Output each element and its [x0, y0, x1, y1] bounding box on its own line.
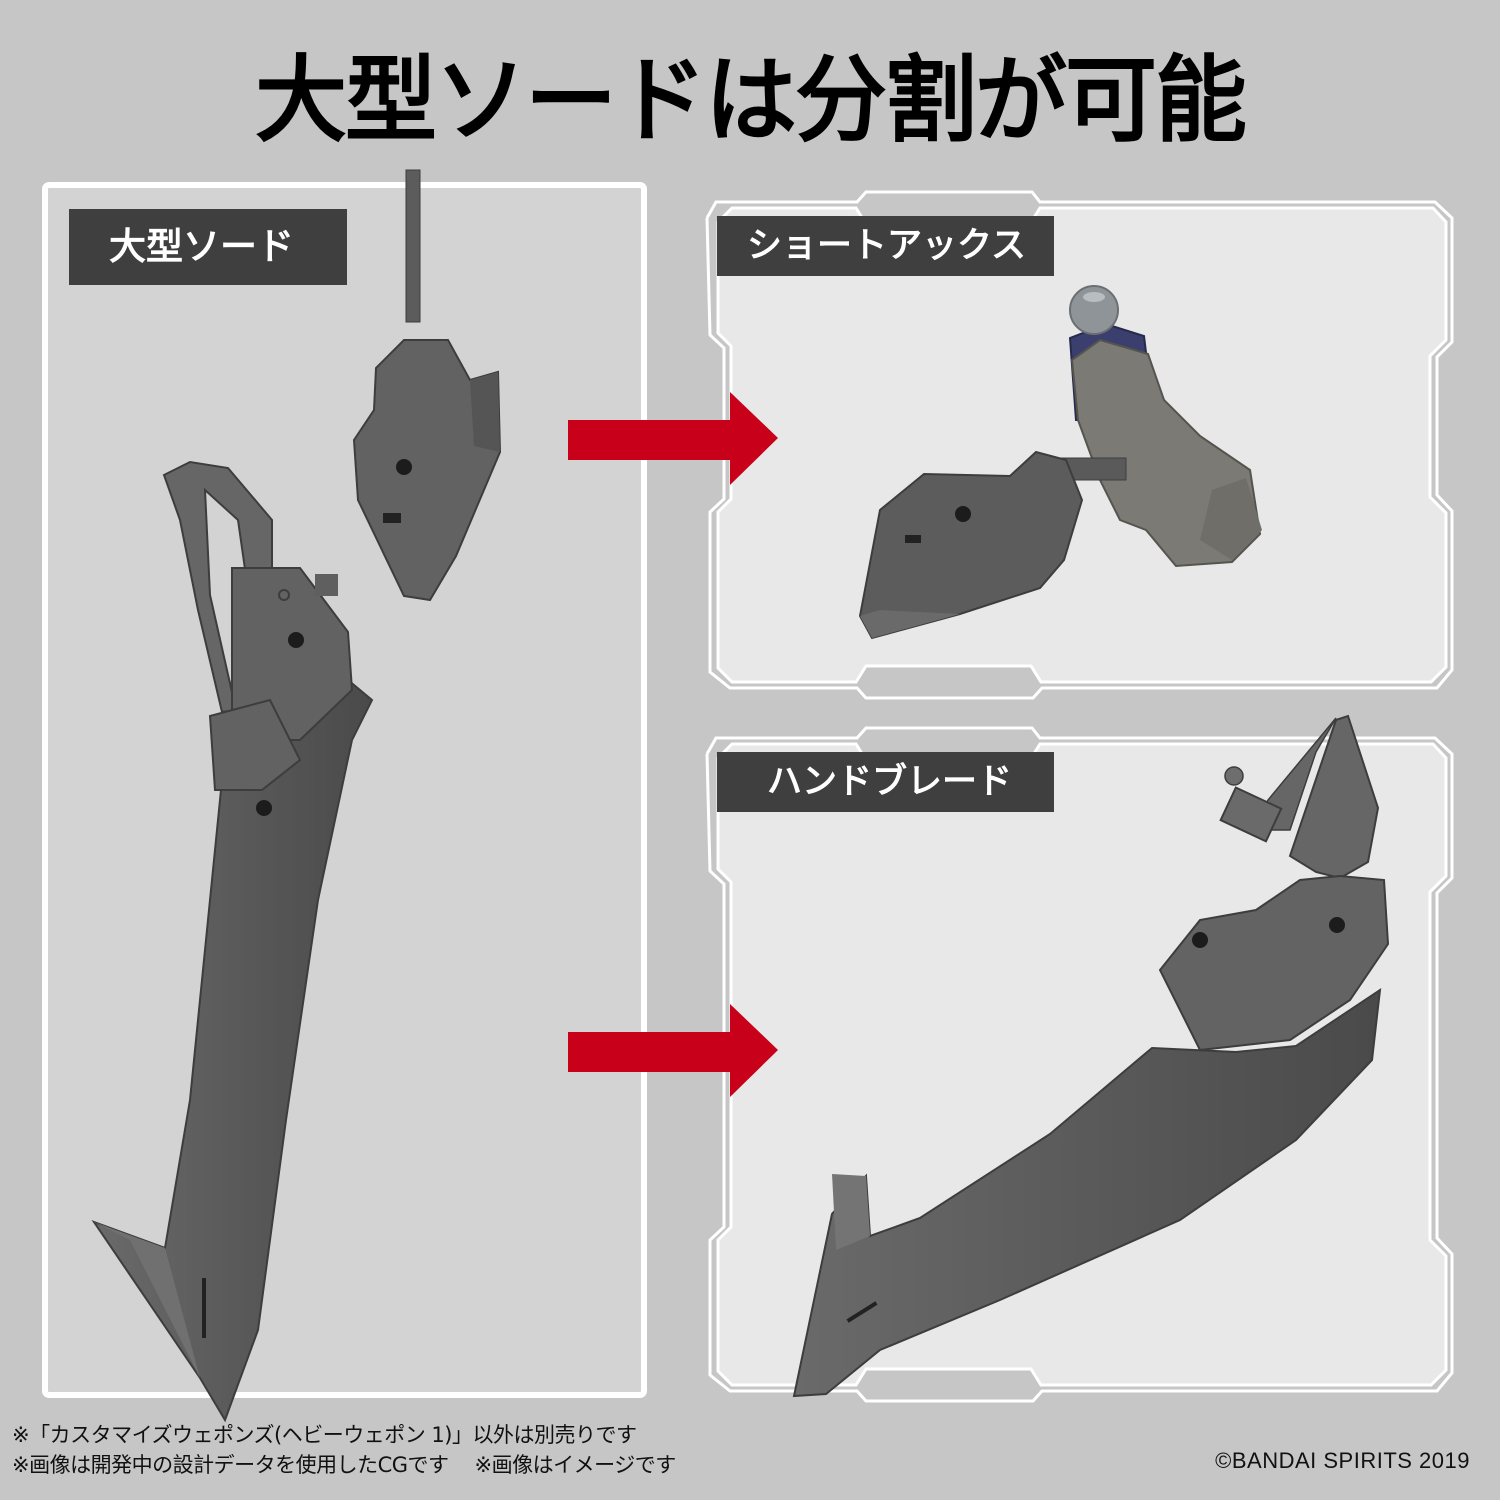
footer-note: ※「カスタマイズウェポンズ(ヘビーウェポン 1)」以外は別売りです	[12, 1423, 637, 1447]
copyright: ©BANDAI SPIRITS 2019	[1215, 1448, 1470, 1473]
short-axe-icon	[858, 285, 1262, 640]
arrow-right-icon	[568, 392, 778, 485]
footer-note: ※画像は開発中の設計データを使用したCGです	[12, 1453, 449, 1477]
footer-notes: ※「カスタマイズウェポンズ(ヘビーウェポン 1)」以外は別売りです ※画像は開発…	[12, 1420, 676, 1480]
page-title: 大型ソードは分割が可能	[254, 45, 1247, 156]
panel-label-large-sword: 大型ソード	[69, 209, 347, 285]
sword-head-piece-icon	[352, 169, 502, 602]
panel-label-hand-blade: ハンドブレード	[717, 752, 1054, 812]
footer-note: ※画像はイメージです	[474, 1453, 677, 1477]
arrow-right-icon	[568, 1004, 778, 1097]
panel-label-short-axe: ショートアックス	[717, 216, 1054, 276]
large-sword-icon	[91, 460, 374, 1423]
large-sword-panel: 大型ソード	[42, 182, 647, 1398]
hand-blade-icon	[792, 714, 1390, 1398]
